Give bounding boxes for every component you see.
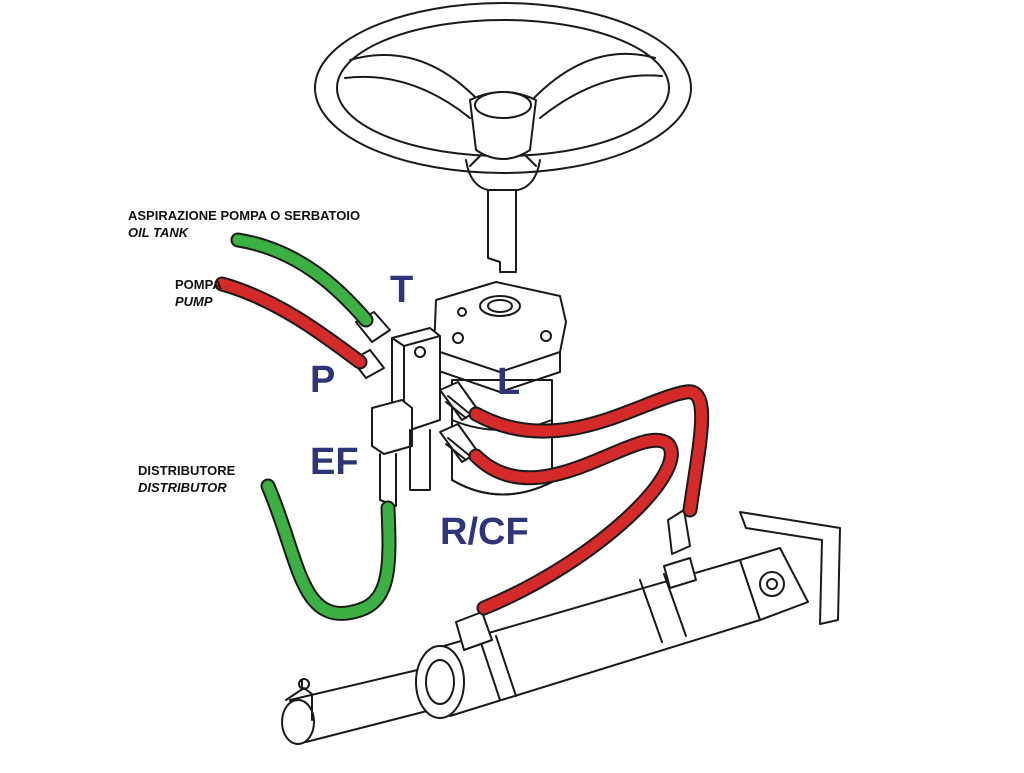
oil-tank-label-primary: ASPIRAZIONE POMPA O SERBATOIO bbox=[128, 208, 361, 223]
steering-unit bbox=[433, 281, 567, 496]
hoses bbox=[214, 232, 710, 621]
steering-wheel bbox=[314, 2, 692, 273]
pump-label: POMPA PUMP bbox=[175, 276, 222, 310]
right-turn-hose bbox=[468, 432, 679, 616]
distributor-label-primary: DISTRIBUTORE bbox=[138, 463, 236, 478]
port-l-label: L bbox=[497, 361, 521, 403]
pump-label-secondary: PUMP bbox=[175, 294, 213, 309]
port-t-label: T bbox=[390, 269, 414, 311]
manifold-block bbox=[371, 327, 441, 507]
distributor-hose bbox=[260, 478, 397, 621]
distributor-label-secondary: DISTRIBUTOR bbox=[138, 480, 227, 495]
pump-label-primary: POMPA bbox=[175, 277, 222, 292]
left-turn-hose bbox=[468, 384, 710, 518]
hydraulic-cylinder bbox=[281, 509, 841, 745]
pump-hose bbox=[214, 276, 368, 370]
port-rcf-label: R/CF bbox=[440, 511, 529, 553]
port-ef-label: EF bbox=[310, 441, 359, 483]
oil-tank-hose bbox=[230, 232, 374, 328]
oil-tank-label: ASPIRAZIONE POMPA O SERBATOIO OIL TANK bbox=[128, 207, 360, 241]
oil-tank-label-secondary: OIL TANK bbox=[128, 225, 189, 240]
port-p-label: P bbox=[310, 359, 336, 401]
distributor-label: DISTRIBUTORE DISTRIBUTOR bbox=[138, 462, 235, 496]
